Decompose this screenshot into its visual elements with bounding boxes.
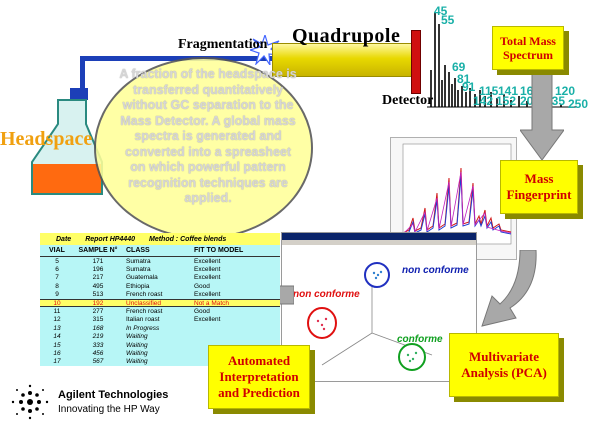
transfer-pipe-vertical: [80, 56, 85, 96]
pca-plot: [307, 262, 433, 371]
report-table-header: Date Report HP4440 Method : Coffee blend…: [40, 233, 280, 245]
cluster-green-circle: [398, 343, 426, 371]
quadrupole-tube: [272, 43, 420, 77]
total-mass-spectrum-box: Total Mass Spectrum: [492, 26, 564, 70]
column-header: FIT TO MODEL: [194, 247, 244, 254]
peak-label: 152: [496, 94, 517, 108]
pca-window-menubar: [282, 240, 476, 245]
quadrupole-label: Quadrupole: [292, 25, 401, 47]
headspace-label: Headspace: [0, 128, 93, 150]
mass-fingerprint-box: Mass Fingerprint: [500, 160, 578, 214]
peak-label: 142: [473, 94, 494, 108]
down-arrow-icon: [520, 70, 564, 160]
peak-label: 69: [452, 60, 466, 74]
brand-tagline: Innovating the HP Way: [58, 404, 160, 415]
peak-label: 45: [434, 4, 448, 18]
column-header: CLASS: [126, 247, 150, 254]
peak-label: 141: [498, 84, 519, 98]
report-id-label: Report HP4440: [85, 235, 135, 243]
chromatogram-trace-blue: [402, 175, 512, 236]
non-conforme-red-label: non conforme: [293, 289, 360, 300]
peak-label: 120: [555, 84, 576, 98]
peak-label: 115: [479, 84, 499, 98]
report-table: Date Report HP4440 Method : Coffee blend…: [40, 233, 280, 385]
brand-name: Agilent Technologies: [58, 389, 169, 401]
chromatogram-trace-magenta: [402, 171, 512, 235]
pca-window-titlebar: [282, 233, 476, 240]
curved-arrow-icon: [481, 250, 537, 327]
report-method-label: Method : Coffee blends: [148, 235, 227, 243]
peak-label: 81: [457, 72, 471, 86]
multivariate-analysis-box: Multivariate Analysis (PCA): [449, 333, 559, 397]
conforme-label: conforme: [397, 334, 443, 345]
column-header: VIAL: [49, 247, 65, 254]
headspace-flask-icon: [31, 88, 103, 195]
column-header: SAMPLE N°: [78, 247, 118, 254]
detector-label: Detector: [382, 93, 434, 108]
automated-interpretation-box: Automated Interpretation and Prediction: [208, 345, 310, 409]
peak-label: 250: [568, 97, 589, 111]
cluster-red-circle: [307, 307, 337, 339]
detector-plate: [411, 30, 421, 94]
pca-window: [281, 232, 477, 382]
peak-label: 55: [441, 13, 455, 27]
fragmentation-label: Fragmentation: [178, 37, 268, 52]
chromatogram-plot: [402, 143, 512, 245]
mass-spectrum-plot: [427, 12, 577, 108]
description-text: A fraction of the headspace is transferr…: [119, 67, 297, 205]
report-table-columns: VIAL SAMPLE N° CLASS FIT TO MODEL: [40, 245, 280, 257]
report-date-label: Date: [56, 235, 72, 243]
non-conforme-blue-label: non conforme: [402, 265, 469, 276]
agilent-logo-icon: [11, 384, 49, 420]
peak-label: 91: [462, 80, 476, 94]
